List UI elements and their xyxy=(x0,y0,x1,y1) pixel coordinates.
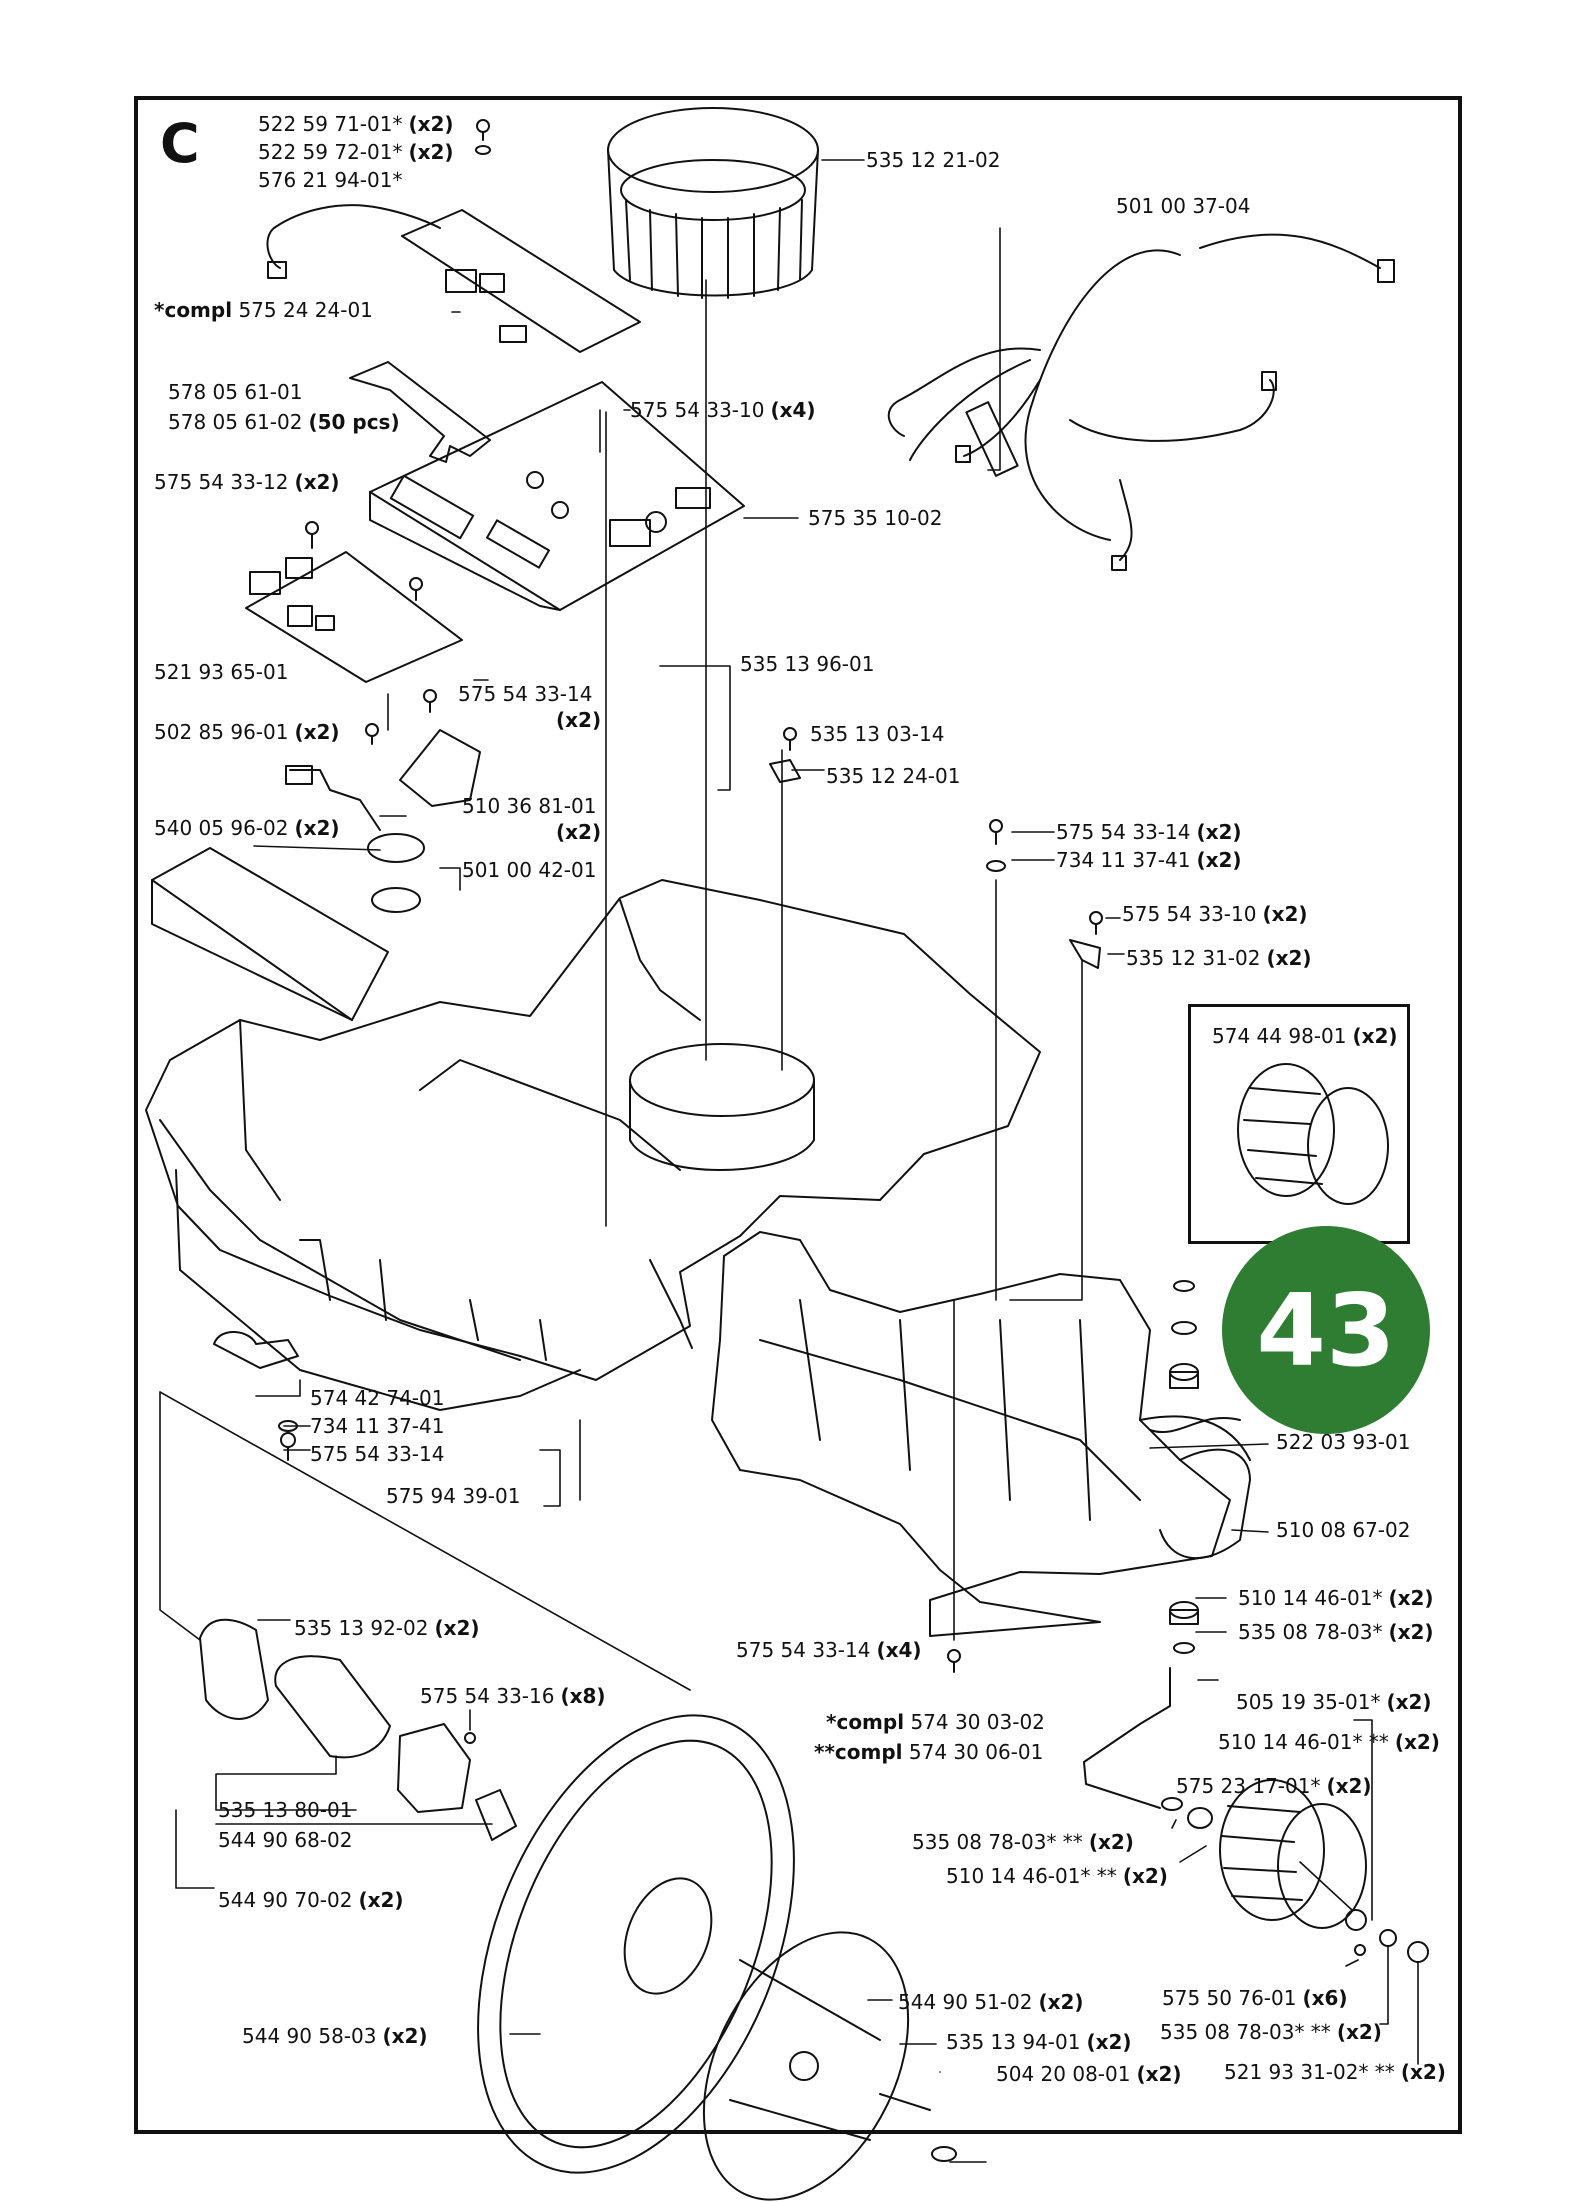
part-label: 535 12 21-02 xyxy=(866,148,1001,172)
chassis-drawing xyxy=(145,879,1041,1411)
part-label: 522 59 72-01*(x2) xyxy=(258,140,454,164)
part-label: 540 05 96-02(x2) xyxy=(154,816,340,840)
part-label: 522 03 93-01 xyxy=(1276,1430,1411,1454)
section-letter: C xyxy=(160,112,200,175)
part-label: 501 00 42-01 xyxy=(462,858,597,882)
part-label: *compl 574 30 03-02 xyxy=(826,1710,1045,1734)
part-label: 510 36 81-01 xyxy=(462,794,597,818)
part-label: 544 90 51-02(x2) xyxy=(898,1990,1084,2014)
part-label: 575 54 33-14 xyxy=(310,1442,445,1466)
part-label: 544 90 70-02(x2) xyxy=(218,1888,404,1912)
part-label: 574 44 98-01(x2) xyxy=(1212,1024,1398,1048)
part-label: (x2) xyxy=(556,820,602,844)
part-label: 510 14 46-01* **(x2) xyxy=(946,1864,1168,1888)
part-label: 510 14 46-01* **(x2) xyxy=(1218,1730,1440,1754)
part-label: 535 13 94-01(x2) xyxy=(946,2030,1132,2054)
part-label: 535 08 78-03* **(x2) xyxy=(1160,2020,1382,2044)
part-label: 502 85 96-01(x2) xyxy=(154,720,340,744)
part-label: 535 12 24-01 xyxy=(826,764,961,788)
diagram-frame xyxy=(134,96,1462,2134)
inset-wheel-drawing xyxy=(1237,1063,1389,1205)
part-label: 575 50 76-01(x6) xyxy=(1162,1986,1348,2010)
part-label: 575 94 39-01 xyxy=(386,1484,521,1508)
page-number-badge: 43 xyxy=(1222,1226,1430,1434)
small-pcb xyxy=(401,209,641,353)
part-label: 544 90 58-03(x2) xyxy=(242,2024,428,2048)
part-label: 535 13 03-14 xyxy=(810,722,945,746)
part-label: 734 11 37-41 xyxy=(310,1414,445,1438)
part-label: 510 08 67-02 xyxy=(1276,1518,1411,1542)
main-pcb-drawing xyxy=(369,381,745,611)
part-label: 535 08 78-03*(x2) xyxy=(1238,1620,1434,1644)
part-label: 535 12 31-02(x2) xyxy=(1126,946,1312,970)
part-label: 521 93 65-01 xyxy=(154,660,289,684)
part-label: 575 54 33-10(x2) xyxy=(1122,902,1308,926)
part-label: **compl 574 30 06-01 xyxy=(814,1740,1044,1764)
motor-assembly-drawing xyxy=(199,1618,517,1841)
rear-wheel-drawing xyxy=(1219,1779,1367,1929)
part-label: 535 13 92-02(x2) xyxy=(294,1616,480,1640)
motor-ring-drawing xyxy=(607,107,819,299)
part-label: 522 59 71-01*(x2) xyxy=(258,112,454,136)
part-label: 504 20 08-01(x2) xyxy=(996,2062,1182,2086)
part-label: 575 54 33-12(x2) xyxy=(154,470,340,494)
part-label: 575 23 17-01*(x2) xyxy=(1176,1774,1372,1798)
part-label: 501 00 37-04 xyxy=(1116,194,1251,218)
leader-lines xyxy=(159,159,1419,2163)
relay-board-drawing xyxy=(245,551,463,683)
part-label: *compl 575 24 24-01 xyxy=(154,298,373,322)
part-label: 576 21 94-01* xyxy=(258,168,403,192)
part-label: 575 54 33-16(x8) xyxy=(420,1684,606,1708)
hub-cap-drawing xyxy=(702,1931,910,2201)
part-label: 535 13 80-01 xyxy=(218,1798,353,1822)
part-label: 575 54 33-14(x4) xyxy=(736,1638,922,1662)
part-label: 734 11 37-41(x2) xyxy=(1056,848,1242,872)
part-label: 574 42 74-01 xyxy=(310,1386,445,1410)
part-label: (x2) xyxy=(556,708,602,732)
part-label: 505 19 35-01*(x2) xyxy=(1236,1690,1432,1714)
screw-icon xyxy=(476,119,490,141)
part-label: 575 54 33-10(x4) xyxy=(630,398,816,422)
battery-drawing xyxy=(151,847,389,1021)
part-label: 575 54 33-14(x2) xyxy=(1056,820,1242,844)
part-label: 575 54 33-14 xyxy=(458,682,593,706)
part-label: 575 35 10-02 xyxy=(808,506,943,530)
part-label: 544 90 68-02 xyxy=(218,1828,353,1852)
drive-wheel-drawing xyxy=(477,1714,795,2174)
part-label: 578 05 61-02(50 pcs) xyxy=(168,410,400,434)
part-label: 510 14 46-01*(x2) xyxy=(1238,1586,1434,1610)
part-label: 578 05 61-01 xyxy=(168,380,303,404)
part-label: 521 93 31-02* **(x2) xyxy=(1224,2060,1446,2084)
part-label: 535 13 96-01 xyxy=(740,652,875,676)
part-label: 535 08 78-03* **(x2) xyxy=(912,1830,1134,1854)
lower-chassis-drawing xyxy=(711,1231,1251,1637)
wire-harness-drawing xyxy=(887,233,1395,571)
axle-drawing xyxy=(1083,1667,1171,1809)
